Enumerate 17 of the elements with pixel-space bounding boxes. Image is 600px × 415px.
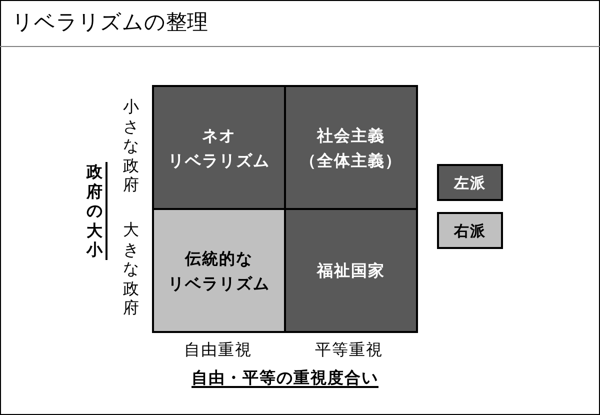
matrix-cell bbox=[152, 208, 286, 333]
matrix-cell bbox=[284, 85, 418, 210]
legend-label: 左派 bbox=[454, 172, 486, 192]
cell-label: ネオリベラリズム bbox=[168, 124, 270, 172]
title: リベラリズムの整理 bbox=[12, 9, 208, 35]
axis-category-label: 大きな政府 bbox=[123, 220, 139, 318]
axis-category-label: 小さな政府 bbox=[123, 97, 139, 194]
cell-label: 社会主義（全体主義） bbox=[300, 124, 402, 172]
axis-title: 政府の大小 bbox=[86, 162, 108, 260]
matrix-cell bbox=[284, 208, 418, 333]
cell-label: 伝統的なリベラリズム bbox=[168, 248, 270, 294]
axis-title: 自由・平等の重視度合い bbox=[192, 367, 378, 388]
cell-label: 福祉国家 bbox=[317, 260, 385, 282]
axis-category-label: 平等重視 bbox=[315, 339, 383, 360]
matrix-cell bbox=[152, 85, 286, 210]
axis-category-label: 自由重視 bbox=[184, 339, 252, 360]
legend-label: 右派 bbox=[454, 220, 486, 240]
